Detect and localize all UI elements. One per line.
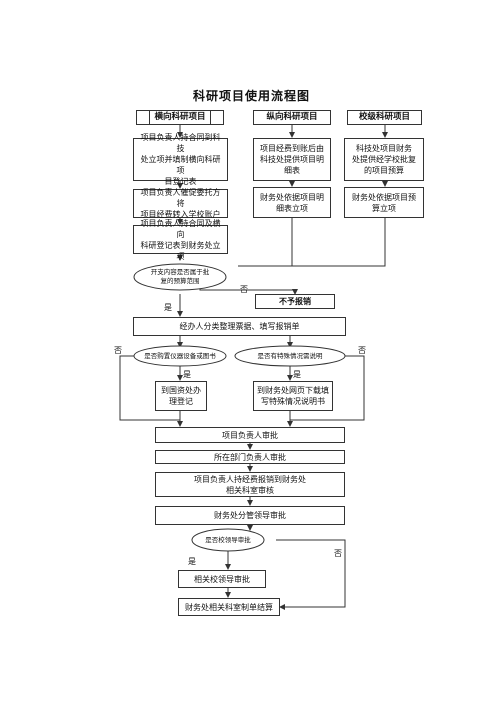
line-d3-no xyxy=(290,355,365,421)
step-approve-finance-leader: 财务处分管领导审批 xyxy=(155,506,345,525)
arrow-d4-no-to-settle xyxy=(276,539,346,610)
step-reject: 不予报销 xyxy=(255,294,335,309)
header-vertical-project: 纵向科研项目 xyxy=(253,110,331,125)
step-asset-registration: 到国资处办 理登记 xyxy=(155,381,207,411)
label-yes-special: 是 xyxy=(293,370,301,379)
step-transfer-funds: 项目负责人催促委托方将 项目经费转入学校账户 xyxy=(133,188,228,219)
step-prepare-receipts: 经办人分类整理票据、填写报销单 xyxy=(133,317,346,336)
step-approve-department: 所在部门负责人审批 xyxy=(155,450,345,464)
decision-school-leader: 是否校领导审批 xyxy=(205,535,251,544)
header-school-project: 校级科研项目 xyxy=(347,110,422,125)
header-school-label: 校级科研项目 xyxy=(358,112,410,122)
header-horizontal-label: 横向科研项目 xyxy=(149,110,211,125)
decision-oval-special xyxy=(234,345,346,367)
step-school-setup: 财务处依据项目预 算立项 xyxy=(344,187,424,218)
step-special-statement: 到财务处网页下载填 写特殊情况说明书 xyxy=(253,381,333,411)
decision-equipment: 是否购置仪器设备或图书 xyxy=(144,351,216,360)
header-vertical-label: 纵向科研项目 xyxy=(266,112,318,122)
label-no-special: 否 xyxy=(358,346,366,355)
label-no-budget: 否 xyxy=(240,285,248,294)
step-finance-setup: 项目负责人持合同及横向 科研登记表到财务处立项 xyxy=(133,219,228,261)
step-school-budget: 科技处项目财务 处提供经学校批复 的项目预算 xyxy=(344,138,424,181)
page-title: 科研项目使用流程图 xyxy=(192,89,310,103)
decision-oval-budget xyxy=(133,263,227,291)
decision-oval-equipment xyxy=(133,345,227,367)
label-yes-equipment: 是 xyxy=(183,370,191,379)
line-s2-to-d1 xyxy=(292,218,386,267)
step-finance-audit: 项目负责人持经费报销到财务处 相关科室审核 xyxy=(155,472,345,497)
label-no-school: 否 xyxy=(334,549,342,558)
decision-budget-range: 开支内容是否属于批 复的预算范围 xyxy=(150,268,210,285)
header-horizontal-project: 横向科研项目 xyxy=(136,110,224,125)
step-settlement: 财务处相关科室制单结算 xyxy=(178,598,280,616)
step-vertical-setup: 财务处依据项目明 细表立项 xyxy=(253,187,331,218)
label-no-equipment: 否 xyxy=(114,346,122,355)
label-yes-budget: 是 xyxy=(164,303,172,312)
line-d2-no xyxy=(119,355,180,421)
label-yes-school: 是 xyxy=(188,557,196,566)
step-approve-project-leader: 项目负责人审批 xyxy=(155,427,345,443)
step-register-contract: 项目负责人持合同到科技 处立项并填制横向科研项 目登记表 xyxy=(133,133,228,186)
step-approve-school-leader: 相关校领导审批 xyxy=(178,570,266,588)
decision-oval-school-leader xyxy=(191,528,265,552)
step-vertical-detail: 项目经费到账后由 科技处提供项目明 细表 xyxy=(253,138,331,181)
decision-special-case: 是否有特殊情况需说明 xyxy=(257,351,323,360)
line-v2-to-d1 xyxy=(238,218,293,267)
